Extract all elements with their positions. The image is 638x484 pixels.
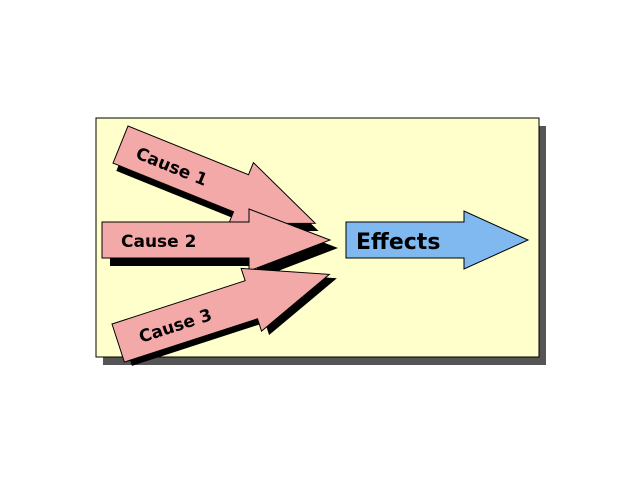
cause-2-label: Cause 2 xyxy=(121,232,196,252)
cause-2-arrow-body xyxy=(101,208,332,272)
effects-arrow-body xyxy=(345,210,530,270)
cause-2-arrow: Cause 2 xyxy=(101,208,338,279)
effects-label: Effects xyxy=(356,230,440,255)
effects-arrow: Effects xyxy=(345,210,530,270)
cause-3-arrow: Cause 3 xyxy=(111,267,337,366)
cause-3-arrow-body xyxy=(111,267,331,363)
